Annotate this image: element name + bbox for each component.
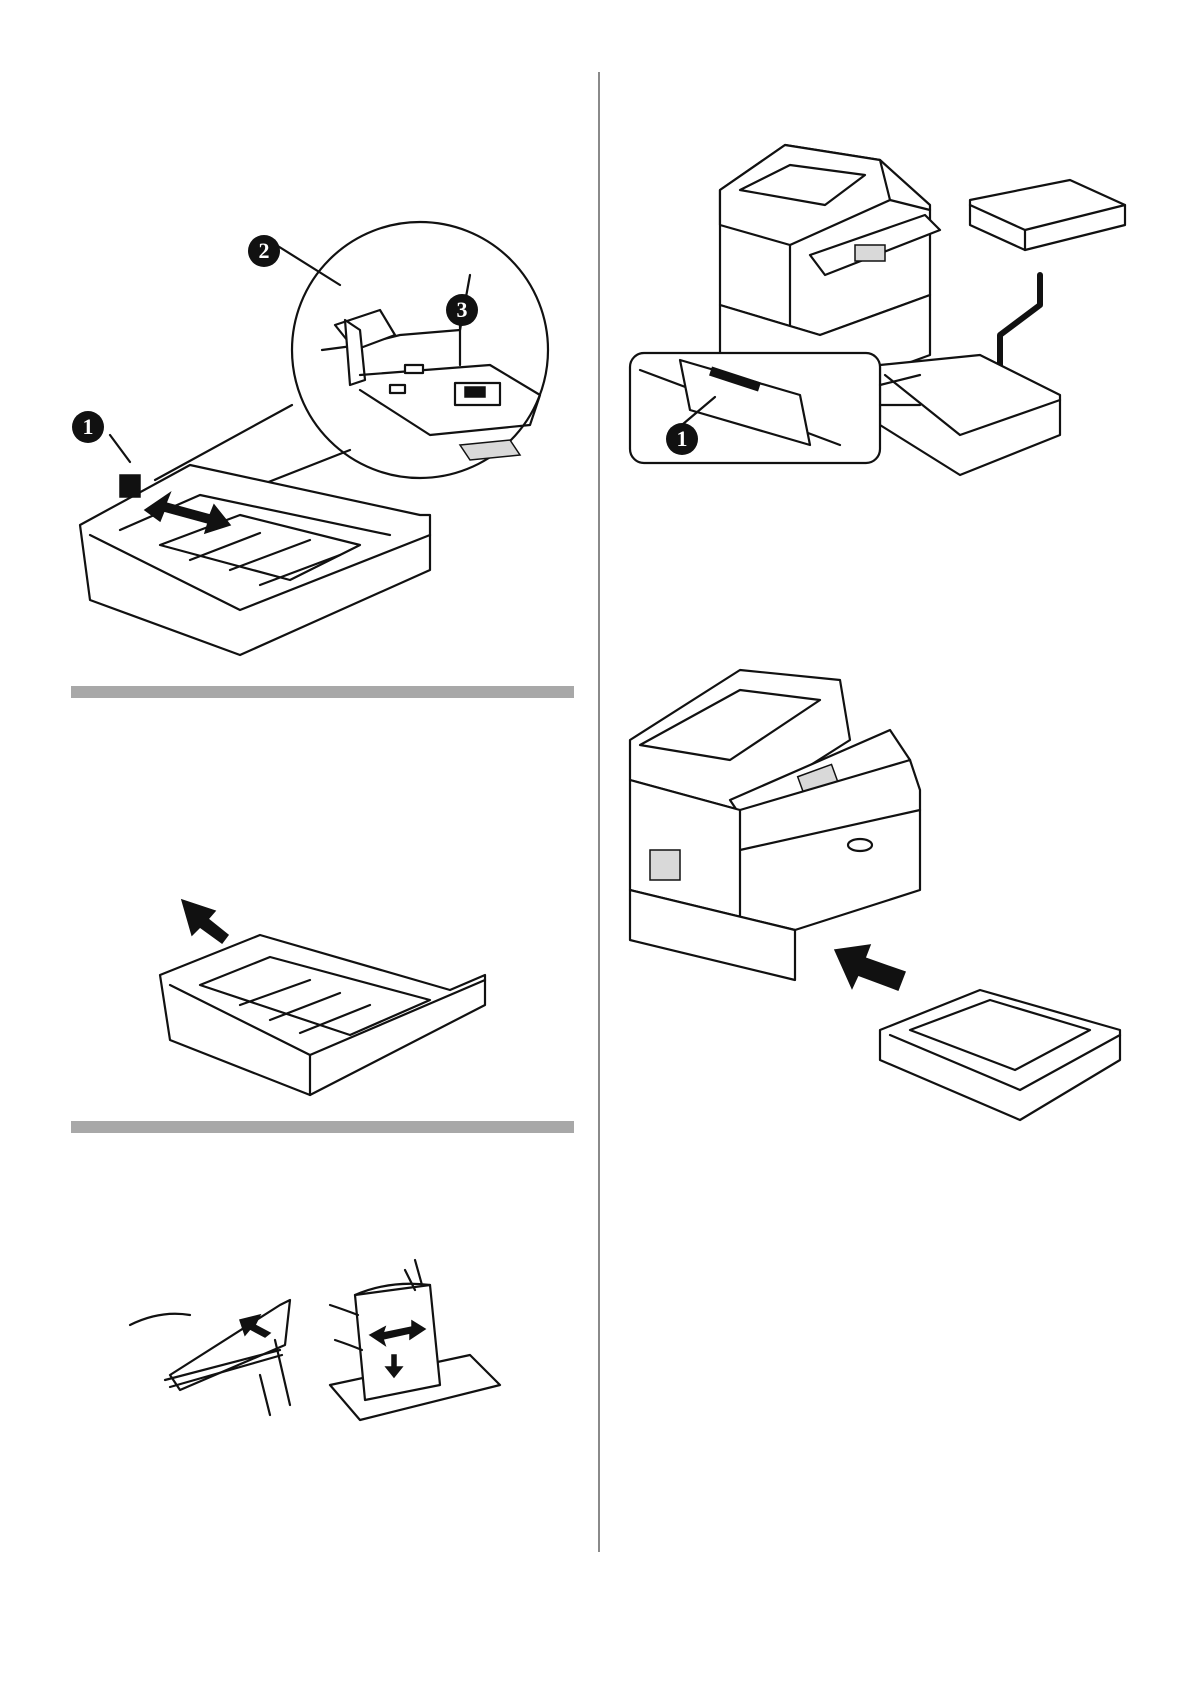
section-bar-1 xyxy=(71,686,574,698)
callout-2: 2 xyxy=(248,235,280,267)
callout-1-inset: 1 xyxy=(666,423,698,455)
paper-fan-illustration xyxy=(130,1255,510,1425)
figure-tray-extend xyxy=(150,895,490,1095)
arrow-icon xyxy=(182,900,228,943)
callout-1: 1 xyxy=(72,411,104,443)
tray-extend-illustration xyxy=(150,895,490,1095)
arrow-icon xyxy=(835,945,905,990)
figure-load-paper: 1 xyxy=(620,135,1130,485)
figure-paper-fan xyxy=(130,1255,510,1425)
figure-insert-tray xyxy=(620,660,1130,1130)
tray-guides-illustration xyxy=(60,215,560,655)
column-divider xyxy=(598,72,600,1552)
insert-tray-illustration xyxy=(620,660,1130,1130)
callout-3: 3 xyxy=(446,294,478,326)
figure-tray-guides: 1 2 3 xyxy=(60,215,560,655)
section-bar-2 xyxy=(71,1121,574,1133)
